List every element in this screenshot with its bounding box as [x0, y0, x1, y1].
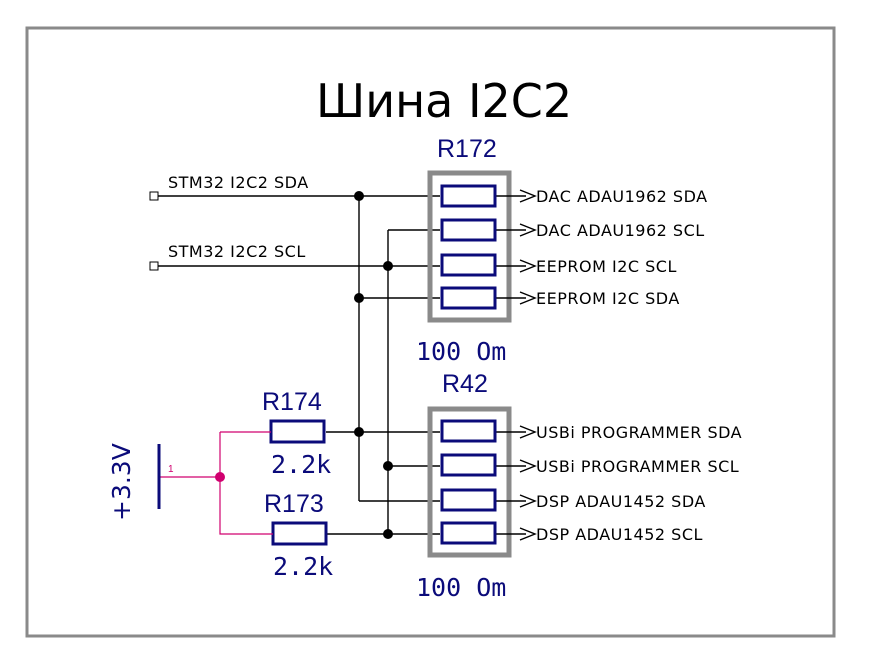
r172-package-outline [427, 170, 512, 323]
port-arrow-icon [519, 291, 537, 305]
resistor-array-r42[interactable]: R42 100 Om [416, 370, 526, 602]
net-label-usbi-scl: USBi PROGRAMMER SCL [536, 457, 739, 476]
r173-ref: R173 [264, 490, 324, 518]
port-arrow-icon [519, 259, 537, 273]
power-junction-dot [215, 472, 225, 482]
r172-ref: R172 [437, 135, 497, 163]
r42-element [440, 521, 497, 545]
r174-body [269, 419, 326, 444]
power-net [160, 431, 273, 535]
r174-value: 2.2k [271, 450, 331, 479]
sheet-frame [25, 26, 836, 638]
r42-package-outline [427, 406, 512, 558]
r173-body [271, 521, 328, 546]
r42-value: 100 Om [416, 573, 506, 602]
pullup-resistor-r173[interactable]: R173 2.2k [264, 490, 333, 581]
port-connector-sda[interactable] [149, 191, 159, 201]
port-arrow-icon [519, 494, 537, 508]
net-label-stm32-scl: STM32 I2C2 SCL [168, 242, 306, 261]
junction-dot [354, 293, 364, 303]
junctions [354, 191, 393, 539]
net-label-dsp-sda: DSP ADAU1452 SDA [536, 492, 706, 511]
power-label: +3.3V [107, 443, 136, 521]
net-label-eeprom-scl: EEPROM I2C SCL [536, 257, 677, 276]
port-connector-scl[interactable] [149, 261, 159, 271]
net-label-dac-scl: DAC ADAU1962 SCL [536, 221, 705, 240]
r172-element [440, 253, 497, 277]
r42-element [440, 488, 497, 512]
r42-ref: R42 [442, 370, 488, 398]
r42-element [440, 419, 497, 443]
power-symbol-3v3[interactable]: 1 +3.3V [107, 443, 174, 521]
r174-ref: R174 [262, 388, 322, 416]
r172-element [440, 184, 497, 208]
junction-dot [383, 529, 393, 539]
power-pin-number: 1 [168, 464, 174, 475]
net-label-dac-sda: DAC ADAU1962 SDA [536, 187, 708, 206]
r42-outputs: USBi PROGRAMMER SDA USBi PROGRAMMER SCL … [519, 423, 742, 544]
r173-value: 2.2k [273, 552, 333, 581]
sda-bus-wires [158, 195, 440, 502]
net-label-stm32-sda: STM32 I2C2 SDA [168, 173, 309, 192]
r172-element [440, 286, 497, 310]
junction-dot [383, 461, 393, 471]
junction-dot [354, 191, 364, 201]
r42-element [440, 453, 497, 477]
junction-dot [354, 427, 364, 437]
junction-dot [383, 261, 393, 271]
resistor-array-r172[interactable]: R172 100 Om [416, 135, 526, 366]
pullup-resistor-r174[interactable]: R174 2.2k [262, 388, 331, 479]
r172-outputs: DAC ADAU1962 SDA DAC ADAU1962 SCL EEPROM… [519, 187, 708, 308]
port-arrow-icon [519, 425, 537, 439]
port-arrow-icon [519, 223, 537, 237]
r172-value: 100 Om [416, 337, 506, 366]
net-label-dsp-scl: DSP ADAU1452 SCL [536, 525, 703, 544]
net-label-usbi-sda: USBi PROGRAMMER SDA [536, 423, 742, 442]
port-arrow-icon [519, 527, 537, 541]
port-arrow-icon [519, 189, 537, 203]
sheet-title: Шина I2C2 [316, 74, 572, 128]
net-label-eeprom-sda: EEPROM I2C SDA [536, 289, 680, 308]
port-arrow-icon [519, 459, 537, 473]
r172-element [440, 218, 497, 242]
scl-bus-wires [158, 229, 440, 535]
